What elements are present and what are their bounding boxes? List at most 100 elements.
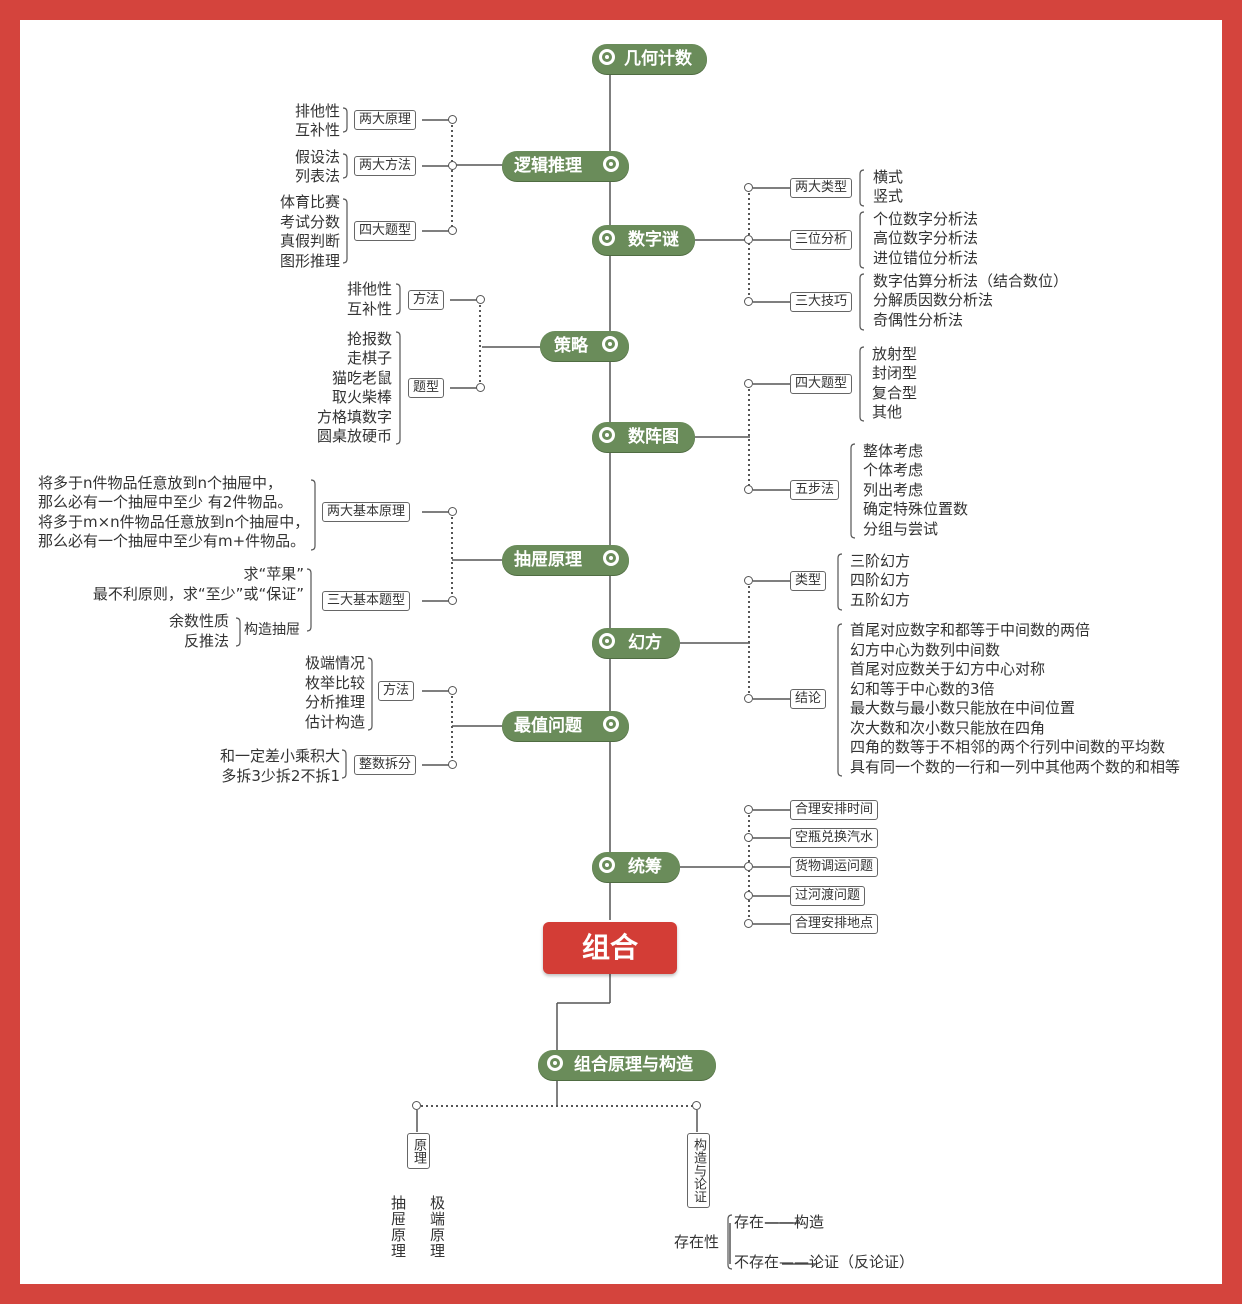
connector-dot [744, 805, 753, 814]
leaf-text: 复合型 [872, 384, 918, 402]
ring-icon [602, 336, 618, 352]
leaf-text: 进位错位分析法 [873, 249, 979, 267]
connector-dot [744, 485, 753, 494]
leaf-text: 那么必有一个抽屉中至少有m+件物品。 [38, 532, 306, 550]
ring-icon [599, 49, 615, 65]
sub-box[interactable]: 结论 [790, 689, 827, 709]
leaf-text: 方格填数字 [316, 408, 392, 426]
leaf-text: 最大数与最小数只能放在中间位置 [850, 699, 1076, 717]
leaf-text: 假设法 [294, 148, 340, 166]
sub-box[interactable]: 两大类型 [790, 178, 853, 198]
connector-dot [744, 694, 753, 703]
sub-box[interactable]: 合理安排时间 [790, 800, 879, 820]
leaf-text: 图形推理 [279, 252, 340, 270]
sub-box[interactable]: 题型 [408, 378, 445, 398]
leaf-text: 三阶幻方 [850, 552, 911, 570]
node-celue[interactable]: 策略 [540, 331, 629, 361]
sub-box[interactable]: 方法 [408, 290, 445, 310]
sub-box[interactable]: 五步法 [790, 480, 840, 500]
node-zuizhi[interactable]: 最值问题 [502, 711, 629, 741]
leaf-text: 列出考虑 [863, 481, 924, 499]
sub-box[interactable]: 类型 [790, 571, 827, 591]
leaf-text-vertical: 极端原理 [428, 1195, 446, 1259]
leaf-text: 竖式 [873, 187, 904, 205]
leaf-text: 列表法 [294, 167, 340, 185]
leaf-text: 体育比赛 [279, 193, 340, 211]
node-tongchou[interactable]: 统筹 [592, 852, 680, 882]
node-label: 最值问题 [514, 716, 582, 736]
node-label: 策略 [554, 336, 588, 356]
sub-box[interactable]: 整数拆分 [354, 755, 417, 775]
sub-box[interactable]: 过河渡问题 [790, 886, 866, 906]
leaf-text: 多拆3少拆2不拆1 [221, 767, 340, 785]
node-chouti[interactable]: 抽屉原理 [502, 545, 629, 575]
sub-box[interactable]: 货物调运问题 [790, 857, 879, 877]
connector-dot [476, 295, 485, 304]
node-label: 统筹 [628, 857, 662, 877]
leaf-text: 极端情况 [304, 654, 365, 672]
leaf-text-vertical: 抽屉原理 [389, 1195, 407, 1259]
leaf-text: 个位数字分析法 [873, 210, 979, 228]
sub-box[interactable]: 四大题型 [790, 374, 853, 394]
ring-icon [603, 156, 619, 172]
connector-dot [448, 686, 457, 695]
node-shuzimi[interactable]: 数字谜 [592, 225, 695, 255]
node-yuanli[interactable]: 组合原理与构造 [538, 1050, 716, 1080]
sub-box[interactable]: 两大方法 [354, 156, 417, 176]
leaf-text: 其他 [872, 403, 903, 421]
connector-dot [744, 379, 753, 388]
center-title[interactable]: 组合 [543, 922, 677, 974]
leaf-text: 考试分数 [279, 213, 340, 231]
sub-box[interactable]: 三位分析 [790, 230, 853, 250]
connector-dot [692, 1101, 701, 1110]
leaf-text: 枚举比较 [304, 674, 365, 692]
sub-box[interactable]: 四大题型 [354, 221, 417, 241]
sub-box[interactable]: 合理安排地点 [790, 914, 879, 934]
connector-dot [744, 919, 753, 928]
node-luoji[interactable]: 逻辑推理 [502, 151, 629, 181]
sub-box[interactable]: 三大基本题型 [322, 591, 411, 611]
leaf-text: 圆桌放硬币 [316, 427, 392, 445]
node-label: 数字谜 [628, 230, 679, 250]
connector-dot [744, 833, 753, 842]
node-huanfang[interactable]: 幻方 [592, 628, 680, 658]
connector-dot [744, 576, 753, 585]
connector-dot [448, 760, 457, 769]
sub-box-vertical[interactable]: 原理 [407, 1133, 430, 1169]
sub-box-vertical[interactable]: 构造与论证 [687, 1133, 710, 1208]
leaf-text: 和一定差小乘积大 [219, 747, 340, 765]
sub-box[interactable]: 两大原理 [354, 110, 417, 130]
leaf-text: 互补性 [346, 300, 392, 318]
leaf-text: 那么必有一个抽屉中至少 有2件物品。 [38, 493, 293, 511]
sub-box[interactable]: 空瓶兑换汽水 [790, 828, 879, 848]
sub-box[interactable]: 三大技巧 [790, 292, 853, 312]
leaf-text: 高位数字分析法 [873, 229, 979, 247]
ring-icon [599, 230, 615, 246]
ring-icon [603, 550, 619, 566]
sub-box[interactable]: 方法 [378, 681, 415, 701]
connector-dot [448, 115, 457, 124]
leaf-text: 估计构造 [304, 713, 365, 731]
ring-icon [599, 857, 615, 873]
leaf-text: 横式 [873, 168, 904, 186]
leaf-text: 次大数和次小数只能放在四角 [850, 719, 1046, 737]
leaf-text: 数字估算分析法（结合数位） [873, 272, 1069, 290]
leaf-text: 确定特殊位置数 [863, 500, 969, 518]
leaf-text: 封闭型 [872, 364, 918, 382]
leaf-text: 分析推理 [304, 693, 365, 711]
leaf-text: 最不利原则，求“至少”或“保证” [92, 585, 304, 603]
leaf-text: 整体考虑 [863, 442, 924, 460]
leaf-text: 抢报数 [346, 330, 392, 348]
leaf-text: 排他性 [294, 102, 340, 120]
connector-dot [448, 226, 457, 235]
leaf-text: 首尾对应数关于幻方中心对称 [850, 660, 1046, 678]
leaf-text: 不存在——论证（反论证） [734, 1253, 915, 1271]
leaf-text: 构造抽屉 [244, 622, 300, 638]
sub-box[interactable]: 两大基本原理 [322, 502, 411, 522]
node-shuzhentu[interactable]: 数阵图 [592, 422, 695, 452]
leaf-text: 取火柴棒 [331, 388, 392, 406]
leaf-text: 真假判断 [279, 232, 340, 250]
leaf-text: 放射型 [872, 345, 918, 363]
node-jihe[interactable]: 几何计数 [592, 44, 707, 74]
leaf-text: 五阶幻方 [850, 591, 911, 609]
